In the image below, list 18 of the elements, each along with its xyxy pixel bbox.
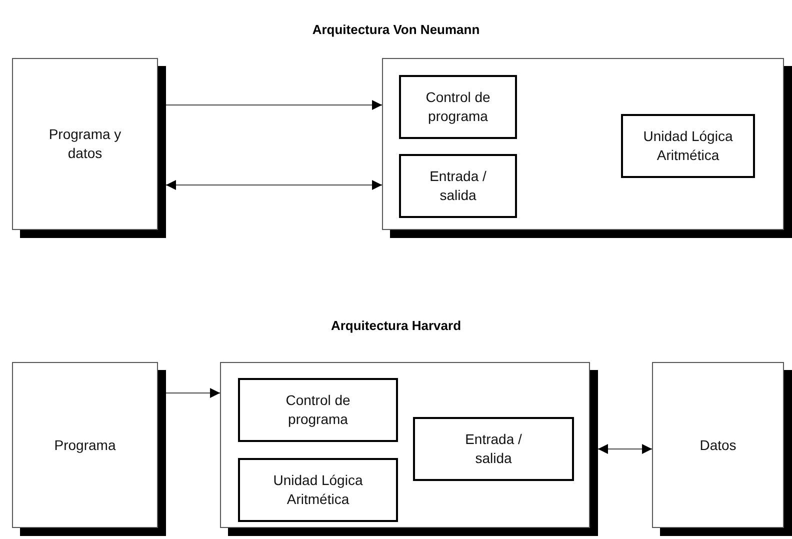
unit-box (621, 114, 755, 178)
node-label: Entrada / salida (428, 167, 488, 205)
section-title: Arquitectura Harvard (330, 318, 462, 333)
node-label: Unidad Lógica Aritmética (642, 127, 734, 165)
unit-box (413, 417, 574, 481)
unit-box (399, 75, 517, 139)
section-title: Arquitectura Von Neumann (311, 22, 481, 37)
node-label: Unidad Lógica Aritmética (272, 471, 364, 509)
node-label: Datos (700, 436, 736, 454)
node-label: Programa (54, 436, 116, 454)
unit-box (238, 458, 398, 522)
arrow (598, 444, 652, 454)
node-label: Control de programa (424, 88, 492, 126)
node-label: Control de programa (284, 391, 352, 429)
unit-box (399, 154, 517, 218)
unit-box (238, 378, 398, 442)
node-label: Programa y datos (48, 125, 122, 163)
node-label: Entrada / salida (464, 430, 523, 468)
